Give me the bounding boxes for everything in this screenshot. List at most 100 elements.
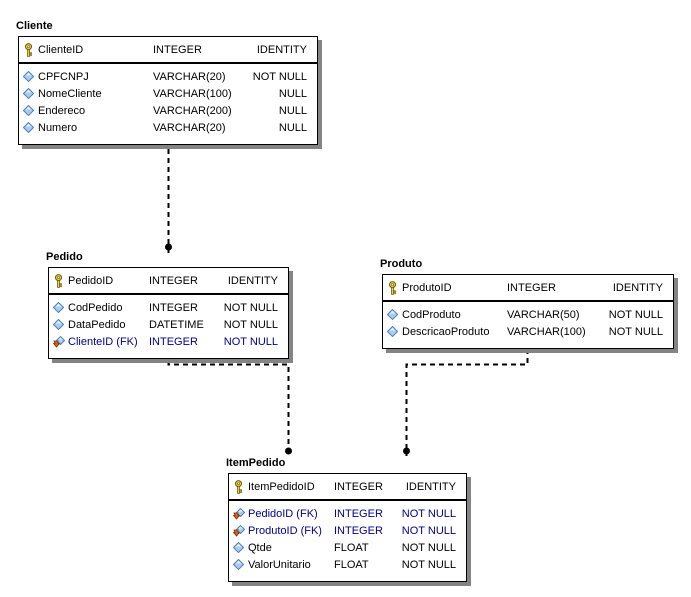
column-nullability: IDENTITY [227, 274, 278, 287]
column-nullability: IDENTITY [612, 281, 663, 294]
entity-title: ItemPedido [226, 457, 286, 469]
primary-key-icon [55, 273, 62, 288]
column-name: ProdutoID (FK) [248, 524, 322, 537]
attribute-diamond-icon [387, 309, 398, 320]
entity-box: ItemPedidoID INTEGER IDENTITY PedidoID (… [228, 473, 467, 582]
column-datatype: INTEGER [153, 43, 202, 56]
entity-primary-key-row: PedidoID INTEGER IDENTITY [49, 268, 288, 293]
foreign-key-icon [233, 524, 245, 537]
column-nullability: NULL [278, 121, 307, 134]
column-nullability: NULL [278, 104, 307, 117]
attribute-row: DataPedido DATETIME NOT NULL [49, 316, 288, 333]
column-name: DescricaoProduto [402, 325, 490, 338]
entity-attributes: PedidoID (FK) INTEGER NOT NULL ProdutoID… [229, 501, 466, 581]
attribute-row: CodProduto VARCHAR(50) NOT NULL [383, 306, 673, 323]
column-datatype: INTEGER [149, 301, 198, 314]
column-nullability: NOT NULL [223, 301, 278, 314]
column-nullability: NULL [278, 87, 307, 100]
column-name: CodPedido [68, 301, 123, 314]
column-datatype: VARCHAR(20) [153, 70, 226, 83]
column-datatype: VARCHAR(100) [153, 87, 232, 100]
column-nullability: NOT NULL [401, 541, 456, 554]
column-datatype: INTEGER [334, 524, 383, 537]
entity-attributes: CPFCNPJ VARCHAR(20) NOT NULL NomeCliente… [19, 64, 317, 144]
attribute-diamond-icon [53, 319, 64, 330]
entity-box: ClienteID INTEGER IDENTITY CPFCNPJ VARCH… [18, 36, 318, 145]
column-datatype: INTEGER [334, 480, 383, 493]
column-nullability: NOT NULL [401, 524, 456, 537]
foreign-key-icon [53, 335, 65, 348]
column-datatype: INTEGER [507, 281, 556, 294]
column-name: Endereco [38, 104, 86, 117]
primary-key-icon [25, 42, 32, 57]
entity-pedido[interactable]: Pedido PedidoID INTEGER IDENTITY CodPedi… [46, 251, 289, 359]
column-nullability: NOT NULL [252, 70, 307, 83]
entity-title: Cliente [16, 20, 53, 32]
relationship-endpoint-dot [165, 243, 172, 251]
entity-title: Produto [380, 258, 423, 270]
column-datatype: VARCHAR(200) [153, 104, 232, 117]
column-datatype: DATETIME [149, 318, 204, 331]
attribute-diamond-icon [233, 542, 244, 553]
foreign-key-icon [233, 507, 245, 520]
attribute-row: Qtde FLOAT NOT NULL [229, 539, 466, 556]
column-name: ItemPedidoID [248, 480, 315, 493]
column-nullability: NOT NULL [608, 325, 663, 338]
attribute-row: ClienteID (FK) INTEGER NOT NULL [49, 333, 288, 350]
attribute-diamond-icon [23, 71, 34, 82]
entity-box: PedidoID INTEGER IDENTITY CodPedido INTE… [48, 267, 289, 359]
column-datatype: FLOAT [334, 558, 369, 571]
attribute-row: CPFCNPJ VARCHAR(20) NOT NULL [19, 68, 317, 85]
attribute-row: Endereco VARCHAR(200) NULL [19, 102, 317, 119]
column-datatype: VARCHAR(100) [507, 325, 586, 338]
column-name: ValorUnitario [248, 558, 311, 571]
primary-key-icon [235, 479, 242, 494]
attribute-row: ValorUnitario FLOAT NOT NULL [229, 556, 466, 573]
column-name: Qtde [248, 541, 272, 554]
entity-cliente[interactable]: Cliente ClienteID INTEGER IDENTITY CPFCN… [16, 20, 318, 145]
attribute-diamond-icon [387, 326, 398, 337]
entity-primary-key-row: ProdutoID INTEGER IDENTITY [383, 275, 673, 300]
attribute-row: DescricaoProduto VARCHAR(100) NOT NULL [383, 323, 673, 340]
attribute-diamond-icon [23, 105, 34, 116]
column-name: Numero [38, 121, 78, 134]
entity-itempedido[interactable]: ItemPedido ItemPedidoID INTEGER IDENTITY… [226, 457, 467, 582]
entity-primary-key-row: ItemPedidoID INTEGER IDENTITY [229, 474, 466, 499]
attribute-row: Numero VARCHAR(20) NULL [19, 119, 317, 136]
column-name: ProdutoID [402, 281, 452, 294]
attribute-diamond-icon [53, 302, 64, 313]
column-name: PedidoID (FK) [248, 507, 318, 520]
attribute-diamond-icon [233, 559, 244, 570]
column-nullability: NOT NULL [401, 507, 456, 520]
column-name: ClienteID [38, 43, 84, 56]
column-nullability: NOT NULL [223, 335, 278, 348]
column-name: NomeCliente [38, 87, 102, 100]
attribute-row: CodPedido INTEGER NOT NULL [49, 299, 288, 316]
column-datatype: INTEGER [149, 335, 198, 348]
column-datatype: INTEGER [334, 507, 383, 520]
entity-attributes: CodPedido INTEGER NOT NULL DataPedido DA… [49, 295, 288, 358]
column-name: PedidoID [68, 274, 114, 287]
attribute-row: ProdutoID (FK) INTEGER NOT NULL [229, 522, 466, 539]
column-datatype: VARCHAR(20) [153, 121, 226, 134]
column-name: ClienteID (FK) [68, 335, 138, 348]
relationship-line-pedido-itempedido[interactable] [167, 352, 290, 456]
column-datatype: INTEGER [149, 274, 198, 287]
column-nullability: NOT NULL [608, 308, 663, 321]
header-separator [229, 499, 466, 501]
entity-attributes: CodProduto VARCHAR(50) NOT NULL Descrica… [383, 302, 673, 348]
column-name: CodProduto [402, 308, 461, 321]
header-separator [19, 62, 317, 64]
attribute-diamond-icon [23, 122, 34, 133]
attribute-row: PedidoID (FK) INTEGER NOT NULL [229, 505, 466, 522]
entity-title: Pedido [46, 251, 83, 263]
entity-produto[interactable]: Produto ProdutoID INTEGER IDENTITY CodPr… [380, 258, 674, 349]
relationship-line-produto-itempedido[interactable] [405, 340, 529, 456]
primary-key-icon [389, 280, 396, 295]
entity-box: ProdutoID INTEGER IDENTITY CodProduto VA… [382, 274, 674, 349]
header-separator [383, 300, 673, 302]
relationship-endpoint-dot [285, 447, 292, 455]
header-separator [49, 293, 288, 295]
column-nullability: NOT NULL [223, 318, 278, 331]
